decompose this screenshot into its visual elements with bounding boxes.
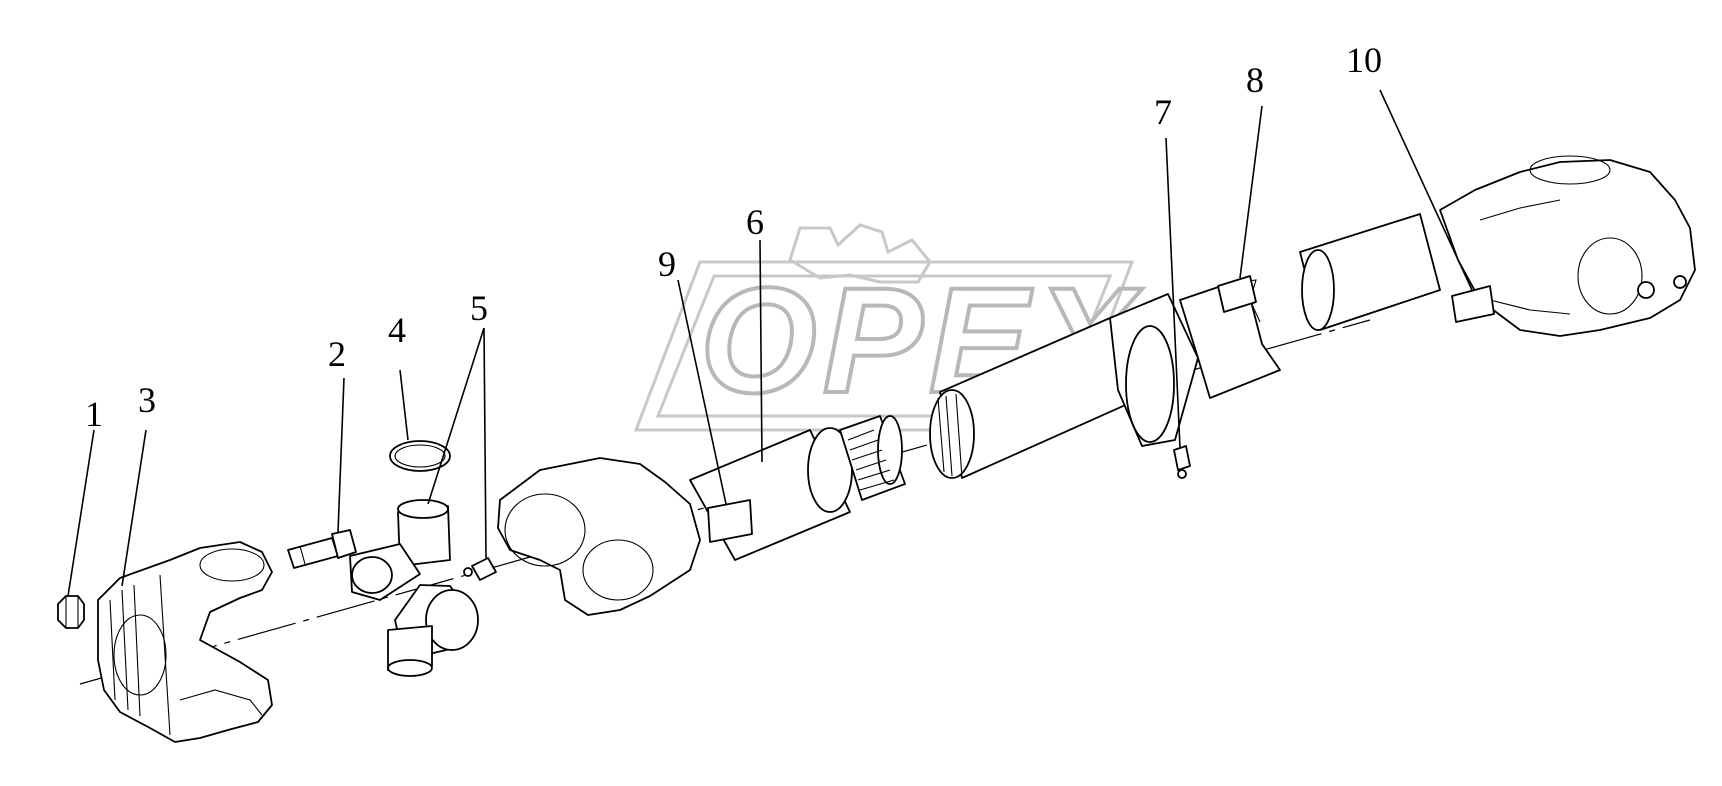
leader-9 [677, 279, 727, 505]
leader-5b [483, 327, 487, 559]
part-9-label-plate [707, 499, 753, 543]
leader-5a [427, 327, 485, 505]
part-1-nut [57, 595, 85, 629]
leader-2 [337, 377, 345, 533]
part-10-end-yoke [1439, 155, 1696, 337]
part-2-bolt [287, 529, 357, 569]
leader-1 [67, 429, 95, 597]
leader-6 [759, 239, 763, 463]
callout-6: 6 [746, 202, 764, 242]
leader-10 [1379, 89, 1473, 291]
callout-4: 4 [388, 310, 406, 350]
part-5-grease-fitting [463, 557, 497, 581]
callout-7: 7 [1154, 92, 1172, 132]
part-6-slip-yoke [497, 415, 906, 616]
part-7-grease-nipple [1173, 445, 1191, 479]
leader-lines [67, 89, 1473, 597]
callout-5: 5 [470, 288, 488, 328]
callout-9: 9 [658, 244, 676, 284]
part-4-snap-ring [389, 440, 451, 472]
callout-1: 1 [85, 394, 103, 434]
leader-8 [1239, 105, 1263, 279]
part-8-balance-weight [1217, 275, 1257, 313]
leader-4 [399, 369, 409, 441]
main-tube [929, 213, 1441, 479]
universal-joint-cross [349, 499, 479, 677]
callout-labels: 1 2 3 4 5 6 7 8 9 10 [85, 40, 1382, 434]
callout-3: 3 [138, 380, 156, 420]
callout-10: 10 [1346, 40, 1382, 80]
callout-8: 8 [1246, 60, 1264, 100]
leader-3 [121, 429, 147, 587]
part-3-flange-yoke [97, 541, 273, 743]
callout-2: 2 [328, 334, 346, 374]
leader-7 [1165, 137, 1181, 449]
